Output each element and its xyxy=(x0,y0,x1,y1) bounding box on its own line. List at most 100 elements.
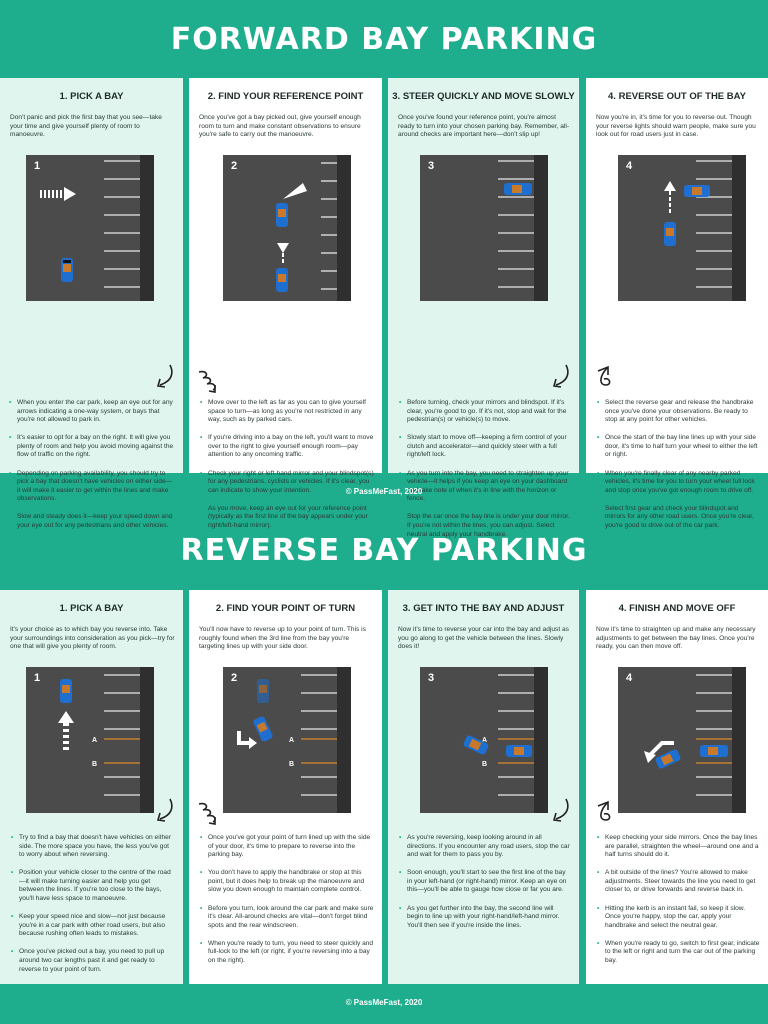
parking-diagram: 1 xyxy=(34,155,154,301)
curved-arrow-icon xyxy=(552,364,569,388)
list-item: As you get further into the bay, the sec… xyxy=(398,905,571,931)
squiggle-arrow-icon xyxy=(198,370,216,393)
step-number: 4 xyxy=(626,160,633,172)
forward-panel-2: 2. FIND YOUR REFERENCE POINT Once you've… xyxy=(189,78,382,529)
panel-intro: Don't panic and pick the first bay that … xyxy=(10,114,162,139)
list-item: Keep your speed nice and slow—not just b… xyxy=(10,913,175,939)
step-number: 2 xyxy=(231,160,237,172)
curved-arrow-icon xyxy=(156,798,173,822)
list-item: As you move, keep an eye out for your re… xyxy=(199,505,374,531)
panel-title: 3. STEER QUICKLY AND MOVE SLOWLY xyxy=(392,91,575,102)
scene-reverse-3: A B 3 xyxy=(420,667,548,813)
panel-intro: Now it's time to reverse your car into t… xyxy=(398,626,569,651)
car-icon xyxy=(684,185,710,197)
scene-forward-4: 4 xyxy=(618,155,746,301)
step-number: 1 xyxy=(34,672,40,684)
list-item: Select the reverse gear and release the … xyxy=(596,399,760,425)
list-item: Keep checking your side mirrors. Once th… xyxy=(596,834,760,860)
reverse-panel-2: 2. FIND YOUR POINT OF TURN You'll now ha… xyxy=(189,590,382,984)
reverse-footer: © PassMeFast, 2020 xyxy=(345,998,423,1007)
list-item: Hitting the kerb is an instant fail, so … xyxy=(596,905,760,931)
scene-reverse-2: A B 2 xyxy=(223,667,351,813)
parking-diagram: 4 xyxy=(626,155,746,301)
list-item: When you're ready to go, switch to first… xyxy=(596,940,760,966)
car-icon xyxy=(257,679,269,703)
parking-diagram: A B 3 xyxy=(428,667,548,813)
panel-intro: Now you're in, it's time for you to reve… xyxy=(596,114,756,139)
car-icon xyxy=(655,749,681,769)
car-icon xyxy=(506,745,532,757)
bay-label: A xyxy=(289,737,294,744)
bay-label: B xyxy=(92,761,97,768)
squiggle-arrow-icon xyxy=(198,802,216,825)
list-item: Before turning, check your mirrors and b… xyxy=(398,399,571,425)
panel-title: 2. FIND YOUR REFERENCE POINT xyxy=(207,91,364,102)
list-item: Stop the car once the bay line is under … xyxy=(398,513,571,539)
bay-label: A xyxy=(482,737,487,744)
step-number: 4 xyxy=(626,672,633,684)
parking-diagram: A B 1 xyxy=(34,667,154,813)
car-icon xyxy=(504,183,532,195)
car-icon xyxy=(60,679,72,703)
car-icon xyxy=(664,222,676,246)
scene-forward-3: 3 xyxy=(420,155,548,301)
forward-panel-4: 4. REVERSE OUT OF THE BAY Now you're in,… xyxy=(586,78,768,529)
list-item: When you're ready to turn, you need to s… xyxy=(199,940,374,966)
panel-title: 2. FIND YOUR POINT OF TURN xyxy=(215,603,356,614)
parking-diagram: A B 2 xyxy=(231,667,351,813)
bullet-list: Select the reverse gear and release the … xyxy=(596,399,760,540)
step-number: 1 xyxy=(34,160,40,172)
list-item: It's easier to opt for a bay on the righ… xyxy=(8,434,175,460)
car-icon xyxy=(700,745,728,757)
bullet-list: Keep checking your side mirrors. Once th… xyxy=(596,834,760,975)
car-icon xyxy=(61,258,73,282)
panel-intro: You'll now have to reverse up to your po… xyxy=(199,626,366,651)
list-item: You don't have to apply the handbrake or… xyxy=(199,869,374,895)
list-item: Once you've picked out a bay, you need t… xyxy=(10,948,175,974)
reverse-panel-4: 4. FINISH AND MOVE OFF Now it's time to … xyxy=(586,590,768,984)
scene-reverse-4: 4 xyxy=(618,667,746,813)
list-item: When you're finally clear of any nearby … xyxy=(596,470,760,496)
reverse-title: REVERSE BAY PARKING xyxy=(180,533,588,568)
panel-title: 4. FINISH AND MOVE OFF xyxy=(618,603,736,614)
scene-forward-1: 1 xyxy=(26,155,154,301)
list-item: Position your vehicle closer to the cent… xyxy=(10,869,175,903)
bay-label: A xyxy=(92,737,97,744)
list-item: Move over to the left as far as you can … xyxy=(199,399,374,425)
reverse-panel-3: 3. GET INTO THE BAY AND ADJUST Now it's … xyxy=(388,590,579,984)
turn-arrow-icon xyxy=(648,741,674,757)
forward-panel-3: 3. STEER QUICKLY AND MOVE SLOWLY Once yo… xyxy=(388,78,579,538)
parking-diagram: 4 xyxy=(626,667,746,813)
panel-title: 1. PICK A BAY xyxy=(59,91,124,102)
list-item: As you're reversing, keep looking around… xyxy=(398,834,571,860)
bullet-list: When you enter the car park, keep an eye… xyxy=(8,399,175,540)
list-item: A bit outside of the lines? You're allow… xyxy=(596,869,760,895)
panel-title: 1. PICK A BAY xyxy=(59,603,124,614)
scene-reverse-1: A B 1 xyxy=(26,667,154,813)
panel-title: 3. GET INTO THE BAY AND ADJUST xyxy=(402,603,565,614)
list-item: Slowly start to move off—keeping a firm … xyxy=(398,434,571,460)
bullet-list: Once you've got your point of turn lined… xyxy=(199,834,374,975)
list-item: Select first gear and check your blindsp… xyxy=(596,505,760,531)
list-item: Slow and steady does it—keep your speed … xyxy=(8,513,175,530)
parking-diagram: 3 xyxy=(428,155,548,301)
car-icon xyxy=(276,268,288,292)
parking-diagram: 2 xyxy=(231,155,351,301)
panel-intro: It's your choice as to which bay you rev… xyxy=(10,626,175,651)
list-item: Try to find a bay that doesn't have vehi… xyxy=(10,834,175,860)
bullet-list: Move over to the left as far as you can … xyxy=(199,399,374,540)
list-item: Depending on parking availability, you s… xyxy=(8,470,175,504)
bullet-list: Try to find a bay that doesn't have vehi… xyxy=(10,834,175,984)
list-item: Check your right or left-hand mirror and… xyxy=(199,470,374,496)
forward-title: FORWARD BAY PARKING xyxy=(170,22,598,57)
curved-arrow-icon xyxy=(552,798,569,822)
car-icon xyxy=(253,716,273,742)
panel-intro: Once you've got a bay picked out, give y… xyxy=(199,114,361,139)
car-icon xyxy=(276,203,288,227)
step-number: 3 xyxy=(428,672,434,684)
list-item: As you turn into the bay, you need to st… xyxy=(398,470,571,504)
panel-intro: Once you've found your reference point, … xyxy=(398,114,570,139)
forward-panel-1: 1. PICK A BAY Don't panic and pick the f… xyxy=(0,78,183,529)
step-number: 2 xyxy=(231,672,237,684)
loop-arrow-icon xyxy=(597,365,611,386)
